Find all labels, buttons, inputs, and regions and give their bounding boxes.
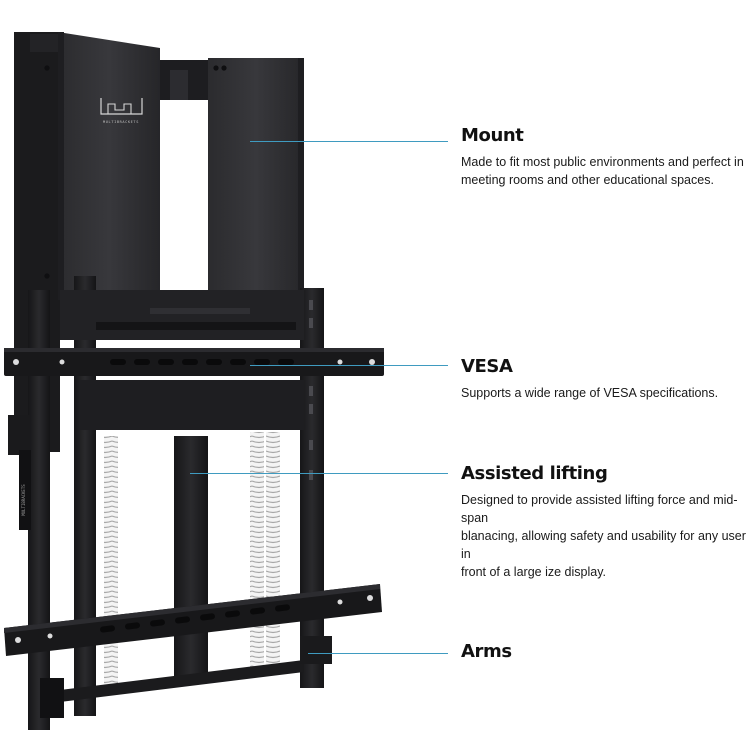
lower-vesa-bar xyxy=(4,584,382,656)
callout-arms: Arms xyxy=(461,641,512,669)
side-brand-label: MULTIBRACKETS xyxy=(19,450,31,530)
callout-mount: Mount Made to fit most public environmen… xyxy=(461,125,744,189)
callout-mount-title: Mount xyxy=(461,125,524,146)
upper-vesa-bar xyxy=(4,348,384,376)
arms-pointer-line xyxy=(308,653,448,654)
brand-logo: MULTIBRACKETS xyxy=(100,98,143,124)
callout-vesa: VESA Supports a wide range of VESA speci… xyxy=(461,356,718,402)
right-cover-panel xyxy=(208,58,304,300)
callout-assisted-desc-2: blanacing, allowing safety and usability… xyxy=(461,529,746,561)
bottom-frame xyxy=(40,636,332,718)
callout-vesa-desc-1: Supports a wide range of VESA specificat… xyxy=(461,386,719,400)
callout-mount-desc-2: meeting rooms and other educational spac… xyxy=(461,173,714,187)
callout-mount-desc-1: Made to fit most public environments and… xyxy=(461,155,744,169)
centre-column xyxy=(174,436,208,676)
callout-assisted-desc-1: Designed to provide assisted lifting for… xyxy=(461,493,738,525)
side-label-text: MULTIBRACKETS xyxy=(21,484,26,516)
callout-assisted-title: Assisted lifting xyxy=(461,463,608,484)
callout-vesa-title: VESA xyxy=(461,356,513,377)
lower-vesa-slots xyxy=(15,595,373,643)
carriage-plate xyxy=(60,290,304,430)
callout-assisted-desc-3: front of a large ize display. xyxy=(461,565,606,579)
vesa-pointer-line xyxy=(250,365,448,366)
panel-screws xyxy=(44,65,227,279)
callout-assisted-lifting: Assisted lifting Designed to provide ass… xyxy=(461,463,753,581)
left-cover-panel xyxy=(58,32,160,300)
mount-pointer-line xyxy=(250,141,448,142)
upper-vesa-slots xyxy=(13,359,375,365)
assisted-pointer-line xyxy=(190,473,448,474)
callout-arms-title: Arms xyxy=(461,641,512,662)
logo-subtext: MULTIBRACKETS xyxy=(103,120,139,124)
